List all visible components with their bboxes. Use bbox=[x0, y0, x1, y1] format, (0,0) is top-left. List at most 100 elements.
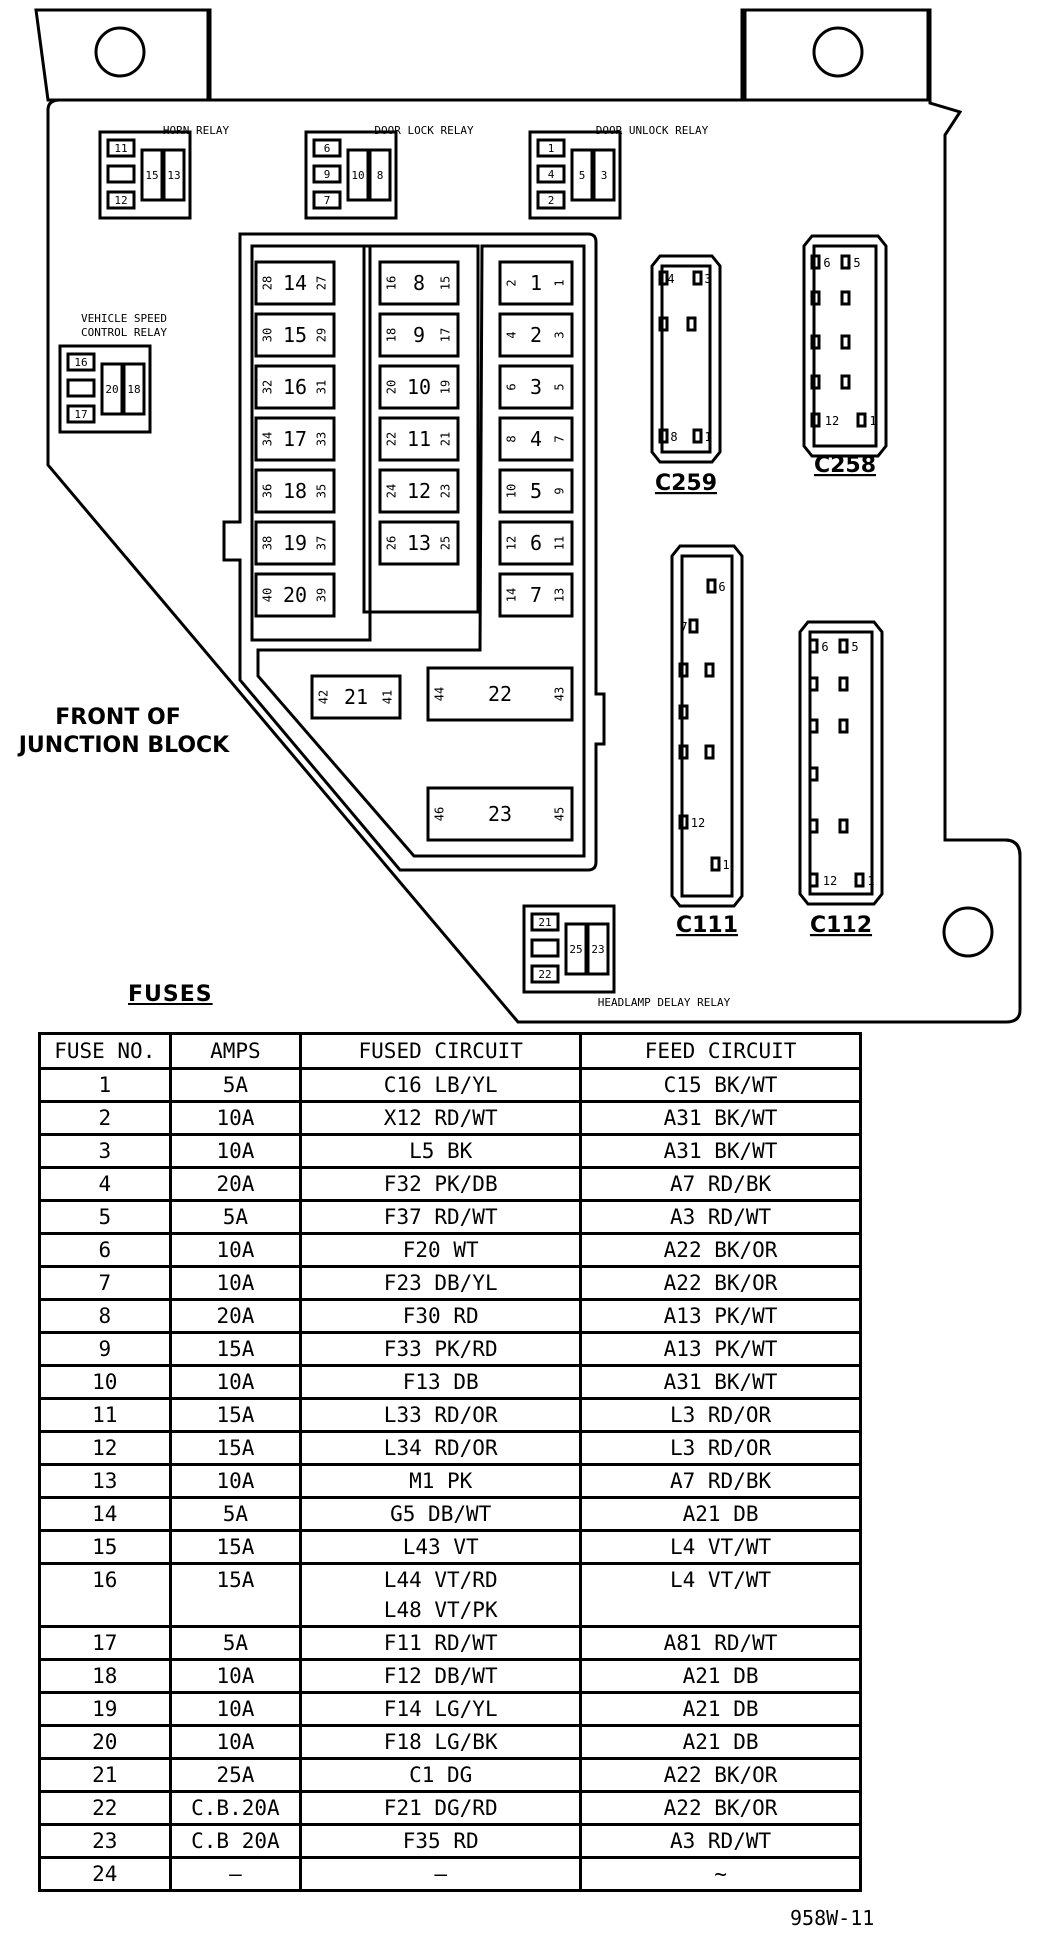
headlamp-delay-relay-terminal bbox=[530, 938, 560, 958]
junction-block-housing bbox=[46, 8, 1022, 1024]
horn-relay-outline bbox=[98, 130, 192, 220]
fuse-column-frame bbox=[250, 244, 372, 642]
feed-circuit: A81 RD/WT bbox=[579, 1626, 862, 1661]
fuse-slot-pin-right: 9 bbox=[553, 487, 567, 494]
connector-c258-pin bbox=[810, 374, 821, 390]
fuse-slot-pin-right: 5 bbox=[553, 383, 567, 390]
fuse-slot-pin-right: 31 bbox=[315, 380, 329, 394]
fuse-slot-pin-right: 7 bbox=[553, 435, 567, 442]
fuse-slot-number: 2 bbox=[530, 323, 542, 347]
connector-c259-pin bbox=[658, 316, 669, 332]
fuse-slot-pin-right: 39 bbox=[315, 588, 329, 602]
fused-circuit-line: F33 PK/RD bbox=[383, 1337, 498, 1361]
fused-circuit-line: F32 PK/DB bbox=[383, 1172, 498, 1196]
fuse-number: 8 bbox=[38, 1299, 172, 1334]
door-lock-relay-terminal bbox=[368, 148, 392, 202]
fused-circuit: M1 PK bbox=[299, 1464, 583, 1499]
fuse-amps: 10A bbox=[168, 1659, 303, 1694]
headlamp-delay-relay-label: HEADLAMP DELAY RELAY bbox=[598, 996, 731, 1009]
connector-c112-pin bbox=[854, 872, 865, 888]
door-lock-relay-terminal bbox=[312, 164, 342, 184]
vehicle-speed-relay-outline bbox=[58, 344, 152, 434]
fused-circuit-line: L48 VT/PK bbox=[383, 1598, 498, 1622]
fuse-number: 20 bbox=[38, 1725, 172, 1760]
connector-c259-pin-label: 8 bbox=[670, 430, 677, 444]
fuse-slot-number: 20 bbox=[283, 583, 307, 607]
fuse-slot-number: 10 bbox=[407, 375, 431, 399]
connector-c259-pin-label: 1 bbox=[704, 430, 711, 444]
fuse-slot-number: 15 bbox=[283, 323, 307, 347]
fused-circuit-line: F11 RD/WT bbox=[383, 1631, 498, 1655]
connector-c111-pin bbox=[710, 856, 721, 872]
connector-c258-pin bbox=[810, 334, 821, 350]
feed-circuit: L3 RD/OR bbox=[579, 1398, 862, 1433]
fuse-number: 6 bbox=[38, 1233, 172, 1268]
fuse-slot-pin-right: 1 bbox=[553, 279, 567, 286]
fuse-number: 22 bbox=[38, 1791, 172, 1826]
fuse-slot-pin-left: 8 bbox=[505, 435, 519, 442]
door-lock-relay-terminal bbox=[312, 138, 342, 158]
connector-c112-pin bbox=[808, 638, 819, 654]
horn-relay-terminal bbox=[106, 164, 136, 184]
vehicle-speed-relay-pin-label: 20 bbox=[105, 383, 118, 396]
fuse-number: 10 bbox=[38, 1365, 172, 1400]
feed-circuit: L4 VT/WT bbox=[579, 1530, 862, 1565]
connector-c112-pin bbox=[808, 718, 819, 734]
feed-circuit: A21 DB bbox=[579, 1497, 862, 1532]
fuse-slot bbox=[254, 312, 336, 358]
fused-circuit-line: F30 RD bbox=[402, 1304, 479, 1328]
fuse-number: 17 bbox=[38, 1626, 172, 1661]
connector-c258-pin bbox=[856, 412, 867, 428]
fuse-amps: 10A bbox=[168, 1365, 303, 1400]
fuse-slot-23 bbox=[426, 786, 574, 842]
fuse-amps: 5A bbox=[168, 1497, 303, 1532]
fuse-amps: 10A bbox=[168, 1101, 303, 1136]
fuse-slot-pin-right: 17 bbox=[439, 328, 453, 342]
door-lock-relay-pin-label: 10 bbox=[351, 169, 364, 182]
fuse-panel-outline bbox=[222, 232, 606, 872]
headlamp-delay-relay-terminal bbox=[564, 922, 588, 976]
fuse-slot-pin-right: 23 bbox=[439, 484, 453, 498]
feed-circuit: A21 DB bbox=[579, 1659, 862, 1694]
connector-c112-pin-label: 12 bbox=[823, 874, 837, 888]
door-lock-relay-label: DOOR LOCK RELAY bbox=[374, 124, 474, 137]
fuse-number: 18 bbox=[38, 1659, 172, 1694]
fused-circuit: F33 PK/RD bbox=[299, 1332, 583, 1367]
fuse-slot-pin-right: 37 bbox=[315, 536, 329, 550]
fuse-slot-21 bbox=[310, 674, 402, 720]
fused-circuit: F32 PK/DB bbox=[299, 1167, 583, 1202]
fuse-slot-pin-right: 35 bbox=[315, 484, 329, 498]
fuse-amps: 10A bbox=[168, 1464, 303, 1499]
connector-c259-pin bbox=[686, 316, 697, 332]
feed-circuit: A13 PK/WT bbox=[579, 1299, 862, 1334]
fuse-slot-pin-right: 19 bbox=[439, 380, 453, 394]
connector-c111-label: C111 bbox=[676, 913, 738, 938]
fuse-slot-pin-left: 2 bbox=[505, 279, 519, 286]
connector-c111-pin bbox=[678, 662, 689, 678]
fuse-slot-22-pin-right: 43 bbox=[553, 687, 567, 701]
headlamp-delay-relay-pin-label: 23 bbox=[591, 943, 604, 956]
fuse-slot-pin-left: 34 bbox=[261, 432, 275, 446]
connector-c259-pin bbox=[658, 428, 669, 444]
fuse-slot bbox=[378, 364, 460, 410]
fuse-number: 16 bbox=[38, 1563, 172, 1628]
feed-circuit: A7 RD/BK bbox=[579, 1167, 862, 1202]
connector-c258-pin bbox=[810, 290, 821, 306]
connector-c112-pin bbox=[808, 872, 819, 888]
fuse-slot bbox=[378, 312, 460, 358]
fuse-amps: C.B 20A bbox=[168, 1824, 303, 1859]
table-header-row: FUSE NO. AMPS FUSED CIRCUIT FEED CIRCUIT bbox=[38, 1033, 862, 1070]
fused-circuit-line: C16 LB/YL bbox=[383, 1073, 498, 1097]
header-amps: AMPS bbox=[168, 1033, 303, 1070]
fuse-amps: 25A bbox=[168, 1758, 303, 1793]
fuse-amps: 5A bbox=[168, 1068, 303, 1103]
door-lock-relay-outline bbox=[304, 130, 398, 220]
connector-c258-outline bbox=[802, 234, 888, 458]
connector-c112-pin-label: 1 bbox=[867, 874, 874, 888]
